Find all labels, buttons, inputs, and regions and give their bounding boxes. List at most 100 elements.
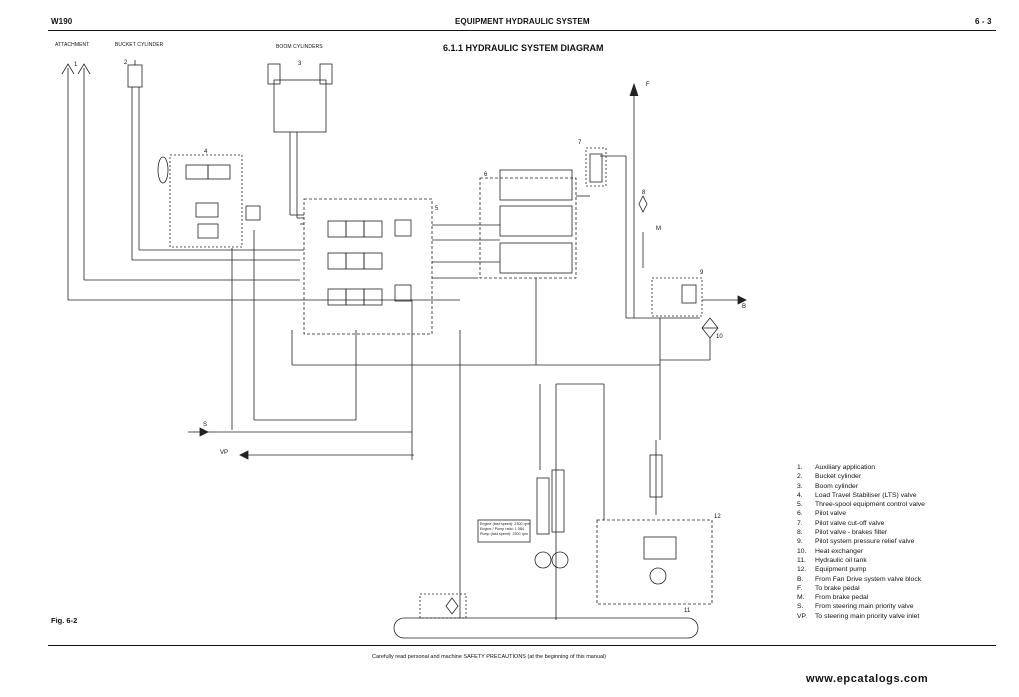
legend-item: 12. Equipment pump <box>797 565 925 574</box>
legend-text: Equipment pump <box>815 566 867 574</box>
diagram-title: 6.1.1 HYDRAULIC SYSTEM DIAGRAM <box>443 43 604 53</box>
legend-key: 12. <box>797 566 807 574</box>
pump-label-box <box>649 454 663 498</box>
legend-text: Load Travel Stabiliser (LTS) valve <box>815 491 917 499</box>
legend-item: M. From brake pedal <box>797 593 925 602</box>
legend-key: 3. <box>797 482 803 490</box>
legend-item: 6. Pilot valve <box>797 509 925 518</box>
callout-10: 10 <box>716 334 723 340</box>
legend-text: Boom cylinder <box>815 482 859 490</box>
legend-item: VP. To steering main priority valve inlet <box>797 612 925 621</box>
legend-text: Pilot valve - brakes filter <box>815 529 888 537</box>
watermark: www.epcatalogs.com <box>806 673 929 685</box>
equipment-pump-box <box>596 519 713 605</box>
legend-item: 4. Load Travel Stabiliser (LTS) valve <box>797 491 925 500</box>
legend-text: To steering main priority valve inlet <box>815 612 920 620</box>
legend-key: 6. <box>797 510 803 518</box>
pump-valve <box>643 536 677 560</box>
legend-key: B. <box>797 575 804 583</box>
label-m: M <box>656 226 661 232</box>
callout-12: 12 <box>714 514 721 520</box>
legend-text: From steering main priority valve <box>815 603 914 611</box>
header-section-title: EQUIPMENT HYDRAULIC SYSTEM <box>455 17 590 26</box>
arrow-b <box>737 295 747 305</box>
legend-text: Heat exchanger <box>815 547 863 555</box>
label-s: S <box>203 422 208 428</box>
legend-text: Hydraulic oil tank <box>815 556 867 564</box>
callout-5: 5 <box>435 206 439 212</box>
label-boom-cylinders: BOOM CYLINDERS <box>276 44 323 50</box>
legend-key: 10. <box>797 547 807 555</box>
pilot-valve-block <box>479 177 577 279</box>
legend-key: 2. <box>797 473 803 481</box>
callout-9: 9 <box>700 270 704 276</box>
label-f: F <box>646 82 650 88</box>
label-b: B <box>742 304 747 310</box>
legend-key: 4. <box>797 491 803 499</box>
hydraulic-oil-tank <box>393 617 699 639</box>
legend-text: From Fan Drive system valve block <box>815 575 922 583</box>
legend-key: VP. <box>797 612 808 620</box>
return-filter <box>445 597 459 615</box>
legend-key: 8. <box>797 529 803 537</box>
arrow-f <box>629 82 639 97</box>
legend-text: From brake pedal <box>815 594 869 602</box>
cutoff-valve-box <box>585 147 607 187</box>
label-bucket-cylinder: BUCKET CYLINDER <box>115 42 164 48</box>
pipework <box>68 155 711 620</box>
legend-item: F.To brake pedal <box>797 584 925 593</box>
attachment-lines <box>61 63 91 300</box>
filter-8 <box>638 195 648 213</box>
legend-item: 3. Boom cylinder <box>797 482 925 491</box>
callout-7: 7 <box>578 140 582 146</box>
control-valve-block <box>303 198 433 335</box>
legend-text: To brake pedal <box>815 584 860 592</box>
relief-valve-box <box>651 277 703 317</box>
pump-speed-note: Engine (fast speed): 2300 rpm Engine / P… <box>480 522 530 536</box>
callout-1: 1 <box>74 62 78 68</box>
pump-note-box <box>477 519 531 543</box>
legend-key: 11. <box>797 556 806 564</box>
fan-pump-1 <box>534 551 552 569</box>
lts-valve-block <box>169 154 243 248</box>
header-rule <box>48 30 996 31</box>
legend-item: 10. Heat exchanger <box>797 547 925 556</box>
legend-text: Auxiliary application <box>815 464 876 471</box>
relief-valve-symbol <box>681 284 697 304</box>
legend-item: 8. Pilot valve - brakes filter <box>797 528 925 537</box>
legend-key: M. <box>797 594 805 602</box>
fan-pump-label-1 <box>536 477 550 535</box>
legend-item: 2.Bucket cylinder <box>797 472 925 481</box>
callout-3: 3 <box>298 61 302 67</box>
lts-valve-components <box>157 156 261 239</box>
footer-rule <box>48 645 996 646</box>
header-model: W190 <box>51 17 73 26</box>
legend-key: 9. <box>797 538 803 546</box>
cutoff-valve-spool <box>589 153 603 183</box>
legend-key: 5. <box>797 501 803 509</box>
header-page-number: 6 - 3 <box>975 17 992 26</box>
equipment-pump-symbol <box>649 567 667 585</box>
callout-6: 6 <box>484 172 488 178</box>
control-valve-spools <box>327 219 412 306</box>
figure-number: Fig. 6-2 <box>51 616 78 625</box>
boom-cylinders-symbol <box>267 63 333 218</box>
callout-8: 8 <box>642 190 646 196</box>
legend-text: Pilot valve <box>815 510 846 518</box>
legend-text: Pilot system pressure relief valve <box>815 538 915 546</box>
legend-key: 1. <box>797 464 803 471</box>
legend-item: 1. Auxiliary application <box>797 463 925 472</box>
legend-item: 7.Pilot valve cut-off valve <box>797 519 925 528</box>
pilot-valve-sections <box>499 169 573 274</box>
safety-footer: Carefully read personal and machine SAFE… <box>372 654 607 660</box>
fan-pump-label-2 <box>551 469 565 533</box>
legend-item: 5. Three-spool equipment control valve <box>797 500 925 509</box>
fan-pump-2 <box>551 551 569 569</box>
legend-item: 9. Pilot system pressure relief valve <box>797 537 925 546</box>
callout-11: 11 <box>684 608 691 614</box>
legend-item: S.From steering main priority valve <box>797 602 925 611</box>
legend-text: Three-spool equipment control valve <box>815 501 925 509</box>
legend-key: 7. <box>797 519 803 527</box>
